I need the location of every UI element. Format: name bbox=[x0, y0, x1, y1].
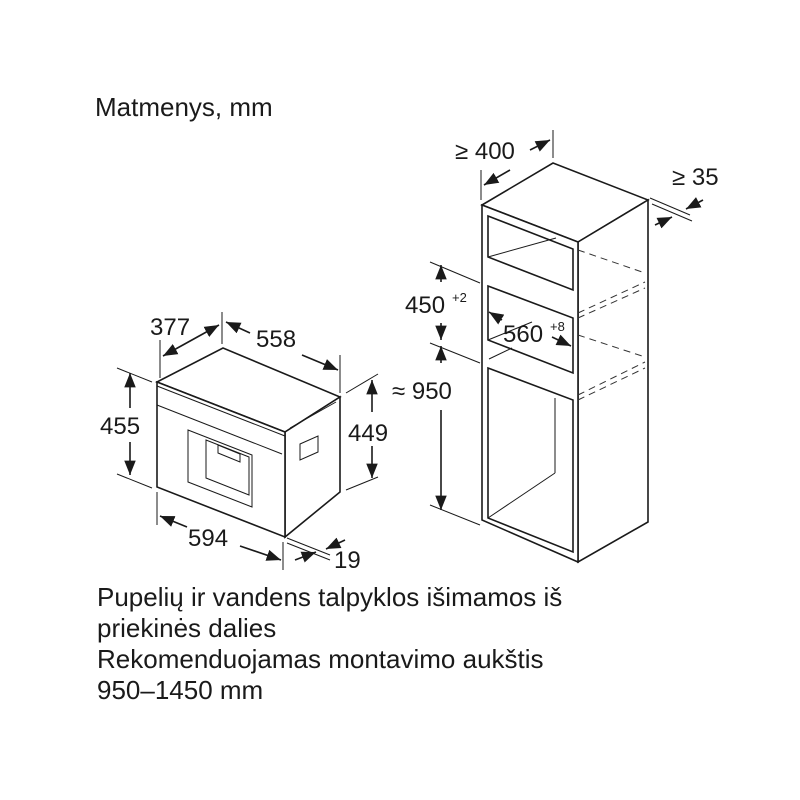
dim-niche-height: 450 bbox=[405, 292, 445, 319]
dim-width-558: 558 bbox=[256, 326, 296, 353]
diagram-title: Matmenys, mm bbox=[95, 92, 273, 122]
cabinet-drawing bbox=[480, 162, 650, 564]
coffee-machine-drawing bbox=[155, 347, 342, 539]
dim-height-455: 455 bbox=[100, 413, 140, 440]
dim-niche-width: 560 bbox=[503, 321, 543, 348]
note-line: Rekomenduojamas montavimo aukštis bbox=[97, 644, 544, 674]
dim-niche-width-tolerance: +8 bbox=[550, 319, 565, 334]
dim-panel-19: 19 bbox=[334, 547, 361, 574]
note-line: priekinės dalies bbox=[97, 613, 277, 643]
dim-height-449: 449 bbox=[348, 420, 388, 447]
cabinet-dimension-lines bbox=[429, 130, 704, 526]
note-line: 950–1450 mm bbox=[97, 675, 264, 705]
appliance-dimension-lines bbox=[116, 312, 379, 570]
dim-depth-377: 377 bbox=[150, 314, 190, 341]
dim-niche-height-tolerance: +2 bbox=[452, 290, 467, 305]
notes: Pupelių ir vandens talpyklos išimamos iš… bbox=[97, 582, 562, 706]
dim-width-594: 594 bbox=[188, 525, 228, 552]
note-line: Pupelių ir vandens talpyklos išimamos iš bbox=[97, 582, 563, 612]
dim-install-height: ≈ 950 bbox=[392, 378, 452, 405]
dim-back-gap: ≥ 35 bbox=[672, 164, 719, 191]
dim-cabinet-depth: ≥ 400 bbox=[455, 138, 515, 165]
